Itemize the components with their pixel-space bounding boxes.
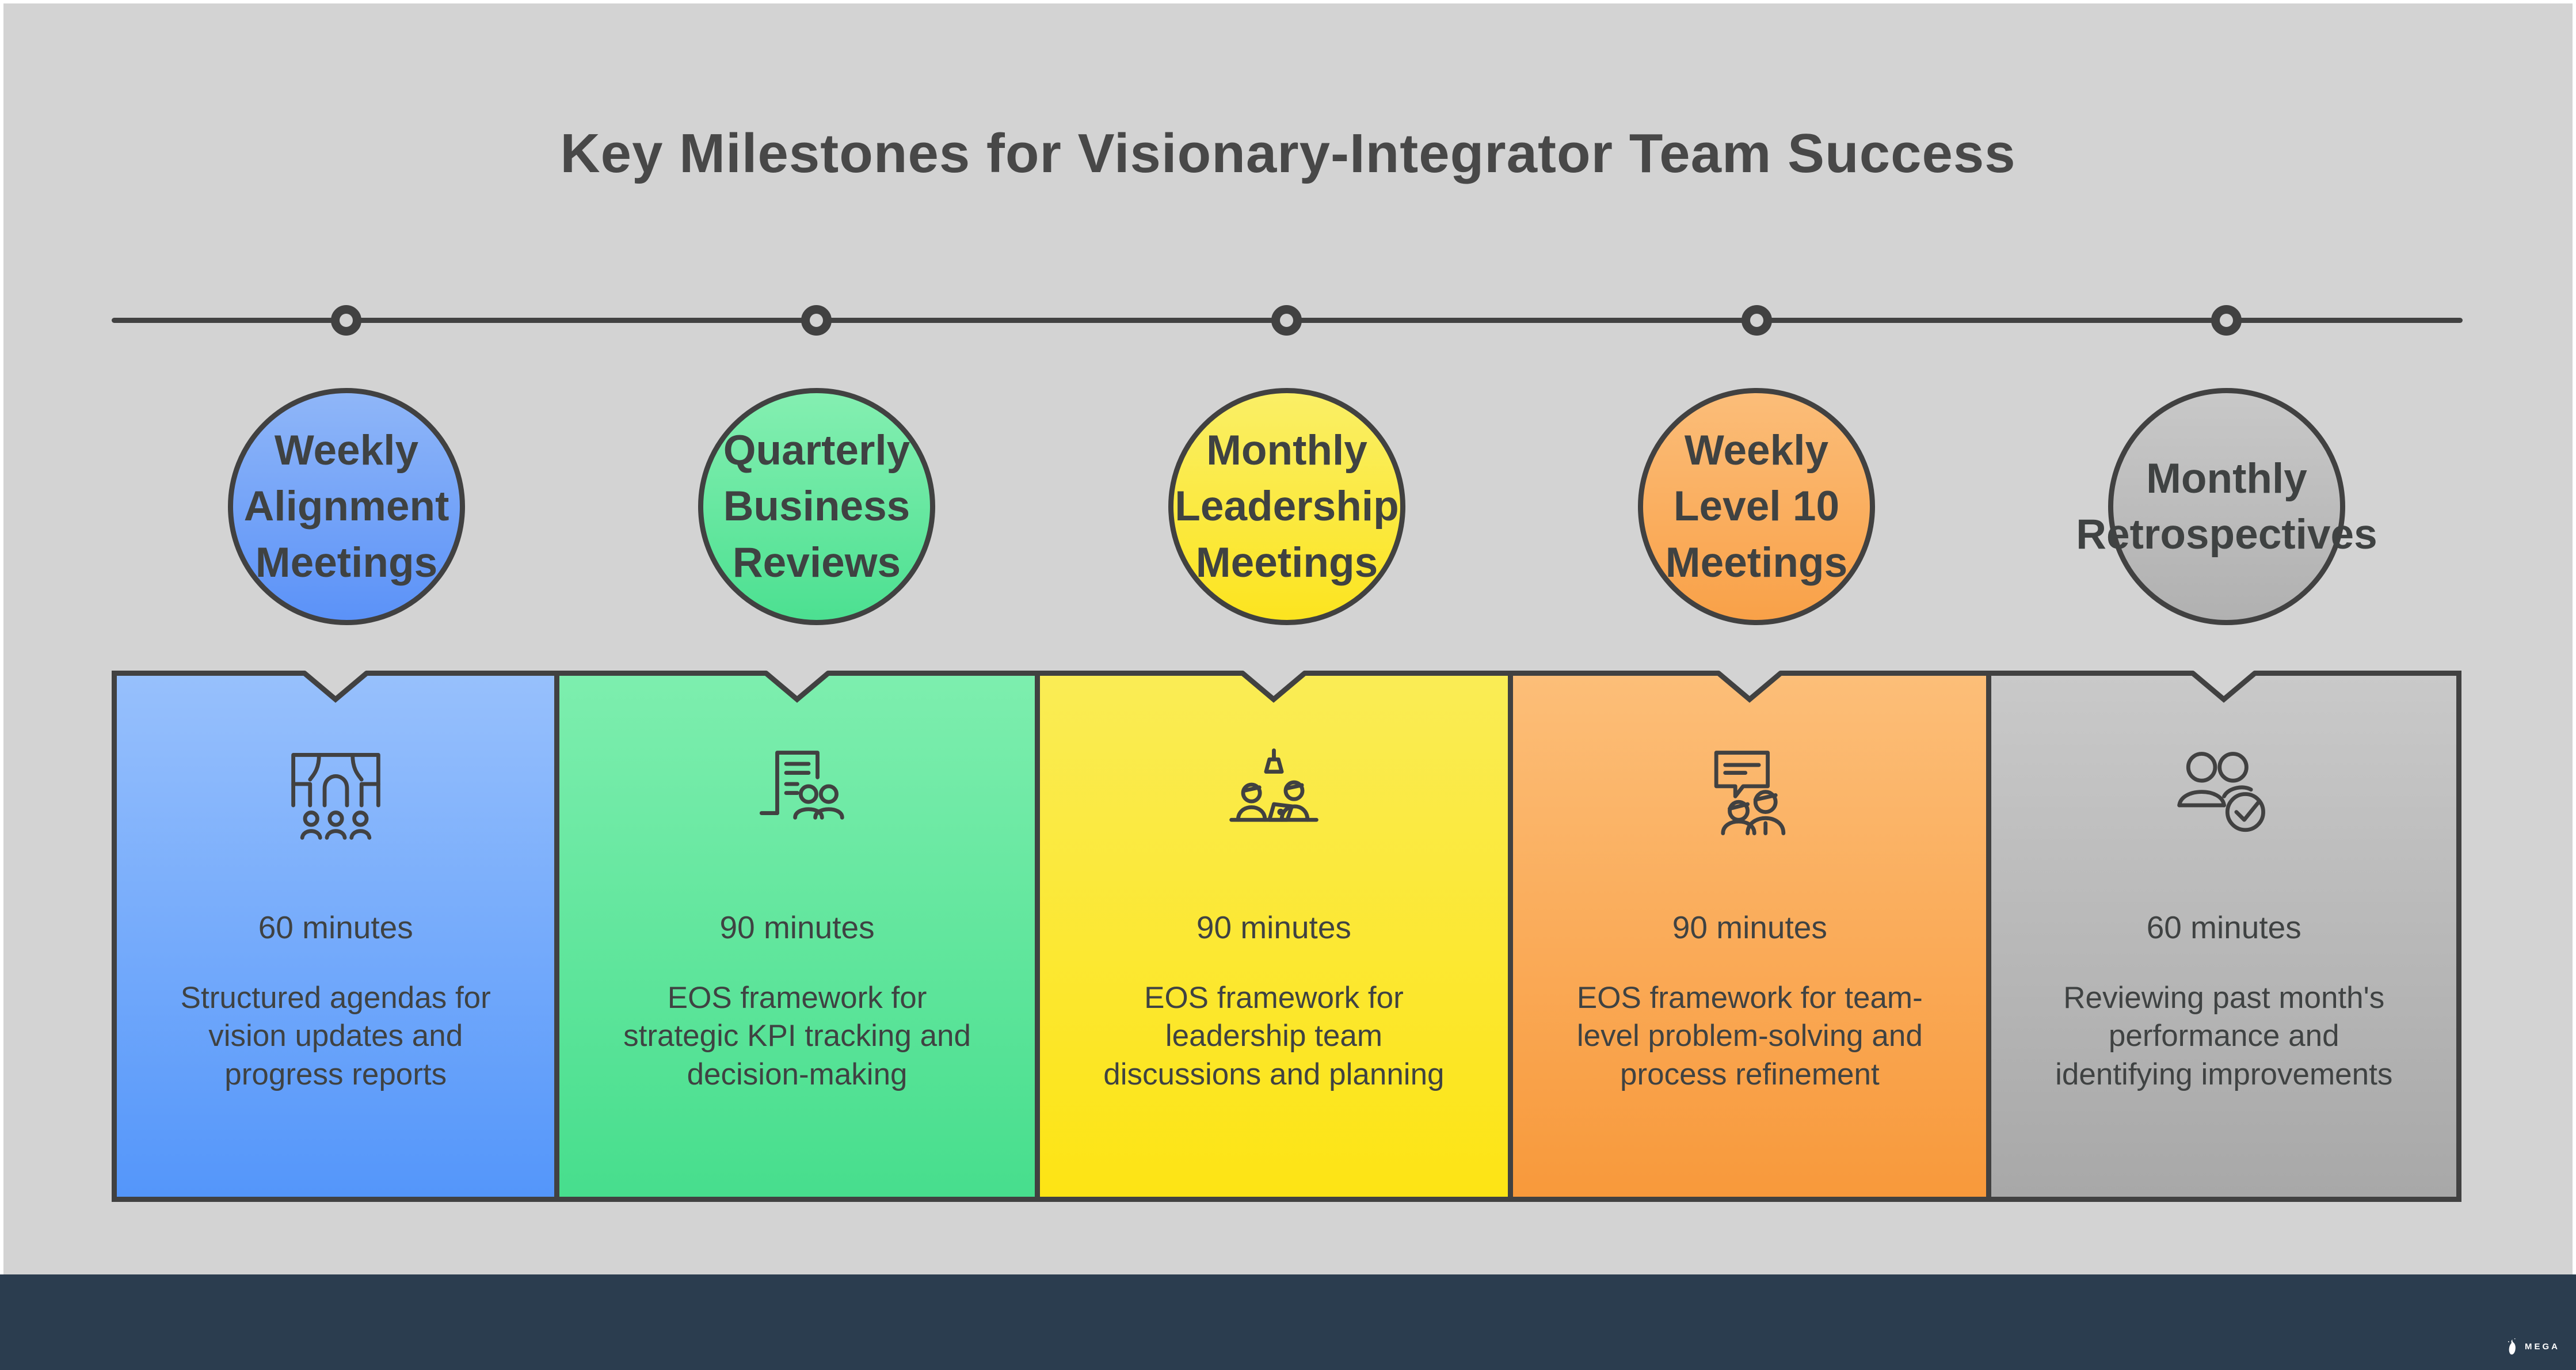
duration-label: 60 minutes	[258, 909, 413, 945]
card-notch	[303, 671, 368, 703]
duration-label: 90 minutes	[1672, 909, 1827, 945]
timeline-node-2	[801, 305, 832, 336]
brand-logo: MEGA	[2507, 1338, 2560, 1355]
milestone-card-1: 60 minutes Structured agendas for vision…	[112, 671, 560, 1202]
milestone-circle-1: Weekly Alignment Meetings	[228, 388, 465, 625]
milestone-card-3: 90 minutes EOS framework for leadership …	[1034, 671, 1514, 1202]
card-description: Reviewing past month's performance and i…	[2055, 981, 2393, 1091]
timeline-node-1	[331, 305, 361, 336]
leadership-discussion-icon	[1229, 748, 1319, 822]
page-title: Key Milestones for Visionary-Integrator …	[560, 123, 2016, 184]
milestone-circle-label: Quarterly Business Reviews	[723, 427, 910, 586]
meeting-room-icon	[291, 753, 380, 840]
card-description: EOS framework for leadership team discus…	[1103, 981, 1445, 1091]
milestone-circle-3: Monthly Leadership Meetings	[1168, 388, 1405, 625]
milestone-circle-4: Weekly Level 10 Meetings	[1638, 388, 1875, 625]
brand-name: MEGA	[2525, 1341, 2560, 1352]
review-check-icon	[2177, 752, 2265, 832]
card-description: Structured agendas for vision updates an…	[180, 981, 491, 1091]
duration-label: 60 minutes	[2146, 909, 2301, 945]
card-description: EOS framework for team- level problem-so…	[1576, 981, 1923, 1091]
milestone-circle-label: Weekly Alignment Meetings	[243, 427, 449, 586]
card-notch	[2192, 671, 2257, 703]
duration-label: 90 minutes	[719, 909, 875, 945]
timeline-node-3	[1271, 305, 1302, 336]
milestone-card-4: 90 minutes EOS framework for team- level…	[1508, 671, 1992, 1202]
card-notch	[765, 671, 830, 703]
milestone-circle-5: Monthly Retrospectives	[2076, 388, 2377, 625]
timeline-node-5	[2211, 305, 2242, 336]
milestone-circle-label: Weekly Level 10 Meetings	[1665, 427, 1848, 586]
milestone-cards-row: 60 minutes Structured agendas for vision…	[112, 671, 2461, 1202]
duration-label: 90 minutes	[1196, 909, 1351, 945]
kpi-report-icon	[759, 751, 844, 820]
team-discussion-icon	[1714, 751, 1786, 835]
card-description: EOS framework for strategic KPI tracking…	[623, 981, 971, 1091]
footer-bar: MEGA	[0, 1274, 2576, 1370]
milestone-card-2: 90 minutes EOS framework for strategic K…	[554, 671, 1040, 1202]
card-notch	[1717, 671, 1782, 703]
wizard-icon	[2508, 1338, 2516, 1354]
card-notch	[1241, 671, 1306, 703]
milestone-circle-label: Monthly Retrospectives	[2076, 455, 2377, 558]
milestone-card-5: 60 minutes Reviewing past month's perfor…	[1986, 671, 2461, 1202]
timeline-node-4	[1742, 305, 1772, 336]
milestone-circle-label: Monthly Leadership Meetings	[1175, 427, 1399, 586]
milestone-circle-2: Quarterly Business Reviews	[698, 388, 935, 625]
